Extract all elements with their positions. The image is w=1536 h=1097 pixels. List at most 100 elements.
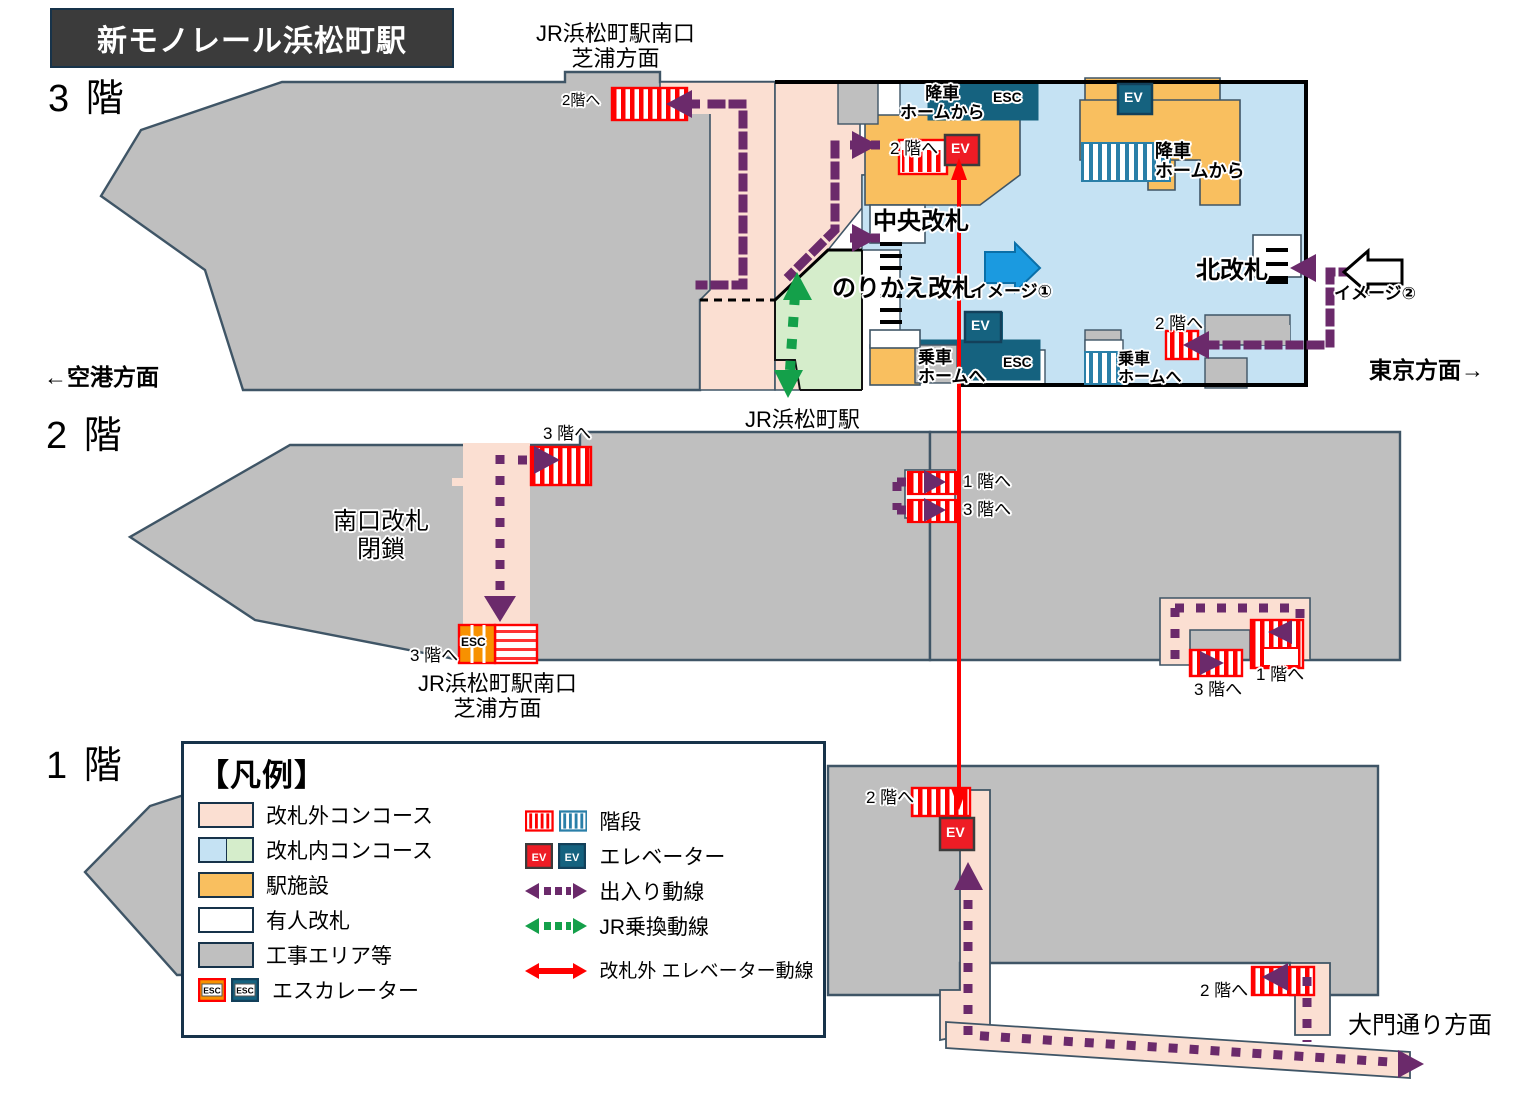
f1-to-2f-label-east: 2 階へ xyxy=(1200,981,1249,1000)
station-title: 新モノレール浜松町駅 xyxy=(97,25,407,58)
direction-daimon: 大門通り方面 xyxy=(1348,1012,1492,1039)
floor-label-3f: 3 階 xyxy=(48,78,127,120)
swatch-construction-area-icon xyxy=(198,941,254,968)
outside-gate-elevator-flow-icon xyxy=(525,961,588,981)
swatch-station-facility-icon xyxy=(198,871,254,898)
svg-text:ESC: ESC xyxy=(236,985,253,995)
f3-image1-label: イメージ① xyxy=(970,282,1053,301)
jr-transfer-flow-icon xyxy=(525,916,588,936)
f3-flow-connectors xyxy=(690,99,880,243)
legend-label-station-facility: 駅施設 xyxy=(266,874,329,898)
elevator-icon: EV EV xyxy=(525,842,587,869)
f3-esc-label-bottom: ESC xyxy=(1003,354,1032,370)
f2-to-1f-label-east: 1 階へ xyxy=(1256,665,1305,684)
f3-alight-label-1: 降車 ホームから xyxy=(900,84,985,123)
outside-gate-elevator-flow xyxy=(951,158,967,810)
svg-text:EV: EV xyxy=(532,852,547,864)
direction-airport: ←空港方面 xyxy=(44,364,159,390)
f2-to-3f-label-top: 3 階へ xyxy=(543,424,592,443)
f1-entry-flow-paths xyxy=(963,900,1391,1067)
legend-item-stairs: 階段 xyxy=(525,803,823,838)
legend-item-construction-area: 工事エリア等 xyxy=(198,937,525,972)
f3-image2-label: イメージ② xyxy=(1334,284,1417,303)
f3-flow-arrowheads xyxy=(666,90,1316,359)
swatch-outside-concourse-icon xyxy=(198,801,254,828)
swatch-staffed-gate-icon xyxy=(198,906,254,933)
legend-item-elevator: EV EV エレベーター xyxy=(525,838,823,873)
f2-jr-south-exit-label: JR浜松町駅南口 芝浦方面 xyxy=(418,671,577,721)
legend-label-outside-concourse: 改札外コンコース xyxy=(266,804,433,828)
f3-ev-label-central: EV xyxy=(951,140,970,156)
swatch-inside-concourse-icon xyxy=(198,836,254,863)
f3-elevator-blue-board[interactable] xyxy=(963,310,1003,344)
f1-flow-arrowheads xyxy=(954,862,1424,1078)
legend-label-elevator: エレベーター xyxy=(599,845,726,869)
legend-item-inside-concourse: 改札内コンコース xyxy=(198,832,525,867)
legend-label-construction-area: 工事エリア等 xyxy=(266,944,392,968)
f3-ev-label-board: EV xyxy=(971,317,990,333)
f3-board-label-1: 乗車 ホームへ xyxy=(918,348,986,387)
f2-entry-flow-paths xyxy=(495,455,1305,662)
f1-to-2f-label-west: 2 階へ xyxy=(866,788,915,807)
floor-label-1f: 1 階 xyxy=(46,745,125,787)
f3-north-gate-label: 北改札 xyxy=(1196,257,1268,284)
f3-stairs-blue-1[interactable] xyxy=(1081,142,1171,182)
f3-to-2f-label-north: 2 階へ xyxy=(1155,314,1204,333)
legend-left-column: 改札外コンコース 改札内コンコース 駅施設 有人改札 工事エリア等 xyxy=(198,797,525,1007)
svg-text:EV: EV xyxy=(565,852,580,864)
f3-entry-flow-paths xyxy=(695,99,1357,350)
legend-label-outside-gate-elevator-flow: 改札外 エレベーター動線 xyxy=(599,960,814,982)
legend-heading: 【凡例】 xyxy=(198,758,326,793)
entry-exit-flow-icon xyxy=(525,881,588,901)
f3-stairs-blue-2[interactable] xyxy=(1084,351,1128,385)
escalator-icon: ESC ESC xyxy=(198,977,260,1002)
floor-label-2f: 2 階 xyxy=(46,415,125,457)
legend-label-entry-exit-flow: 出入り動線 xyxy=(599,880,705,904)
f3-board-label-2: 乗車 ホームへ xyxy=(1118,351,1182,386)
f3-elevator-red-central[interactable] xyxy=(943,133,981,167)
f2-south-gate-closed-label: 南口改札 閉鎖 xyxy=(333,508,429,564)
image1-arrow-icon xyxy=(984,240,1042,295)
legend-right-column: 階段 EV EV エレベーター xyxy=(525,797,823,1007)
f2-stairs-east-to-1f[interactable] xyxy=(1249,618,1305,670)
f2-to-1f-label: 1 階へ xyxy=(963,472,1012,491)
legend-label-escalator: エスカレーター xyxy=(272,979,419,1003)
legend-label-staffed-gate: 有人改札 xyxy=(266,909,350,933)
legend-item-outside-concourse: 改札外コンコース xyxy=(198,797,525,832)
f3-esc-label-top: ESC xyxy=(993,89,1022,105)
f2-esc-label: ESC xyxy=(461,635,486,649)
f3-transfer-gate-label: のりかえ改札 xyxy=(832,275,976,302)
f3-ev-label-north: EV xyxy=(1124,89,1143,105)
legend-item-station-facility: 駅施設 xyxy=(198,867,525,902)
legend-label-jr-transfer-flow: JR乗換動線 xyxy=(599,915,710,939)
f3-jr-flow-arrowheads xyxy=(774,272,812,398)
f2-to-3f-label-bottom: 3 階へ xyxy=(410,646,459,665)
f2-to-3f-label-mid: 3 階へ xyxy=(963,500,1012,519)
stairs-icon xyxy=(525,809,588,832)
svg-text:ESC: ESC xyxy=(203,985,220,995)
f1-elevator-red[interactable] xyxy=(938,816,976,852)
legend-item-entry-exit-flow: 出入り動線 xyxy=(525,873,823,908)
f3-elevator-blue-north[interactable] xyxy=(1116,82,1154,116)
f2-to-3f-label-east: 3 階へ xyxy=(1194,680,1243,699)
legend-item-staffed-gate: 有人改札 xyxy=(198,902,525,937)
legend-box: 【凡例】 改札外コンコース 改札内コンコース 駅施設 有人改札 xyxy=(181,741,826,1038)
f3-stairs-red-central[interactable] xyxy=(897,138,949,176)
f3-stairs-red-north[interactable] xyxy=(1164,329,1200,361)
f1-ev-label: EV xyxy=(946,824,965,840)
direction-tokyo: 東京方面→ xyxy=(1369,357,1484,383)
f2-escalator-to-3f[interactable] xyxy=(457,623,497,665)
f2-stairs-to-3f-bottom[interactable] xyxy=(493,623,539,665)
legend-item-outside-gate-elevator-flow: 改札外 エレベーター動線 xyxy=(525,943,823,999)
legend-item-jr-transfer-flow: JR乗換動線 xyxy=(525,908,823,943)
f3-gate-ticks xyxy=(880,242,1288,324)
f3-jr-hamamatsucho-label: JR浜松町駅 xyxy=(745,407,860,432)
f2-flow-arrowheads xyxy=(484,446,1292,675)
f3-central-gate-label: 中央改札 xyxy=(873,208,969,235)
image2-arrow-icon xyxy=(1341,247,1404,297)
legend-label-stairs: 階段 xyxy=(599,810,642,834)
f3-to-2f-label-south: 2階へ xyxy=(562,92,601,109)
legend-label-inside-concourse: 改札内コンコース xyxy=(266,839,433,863)
